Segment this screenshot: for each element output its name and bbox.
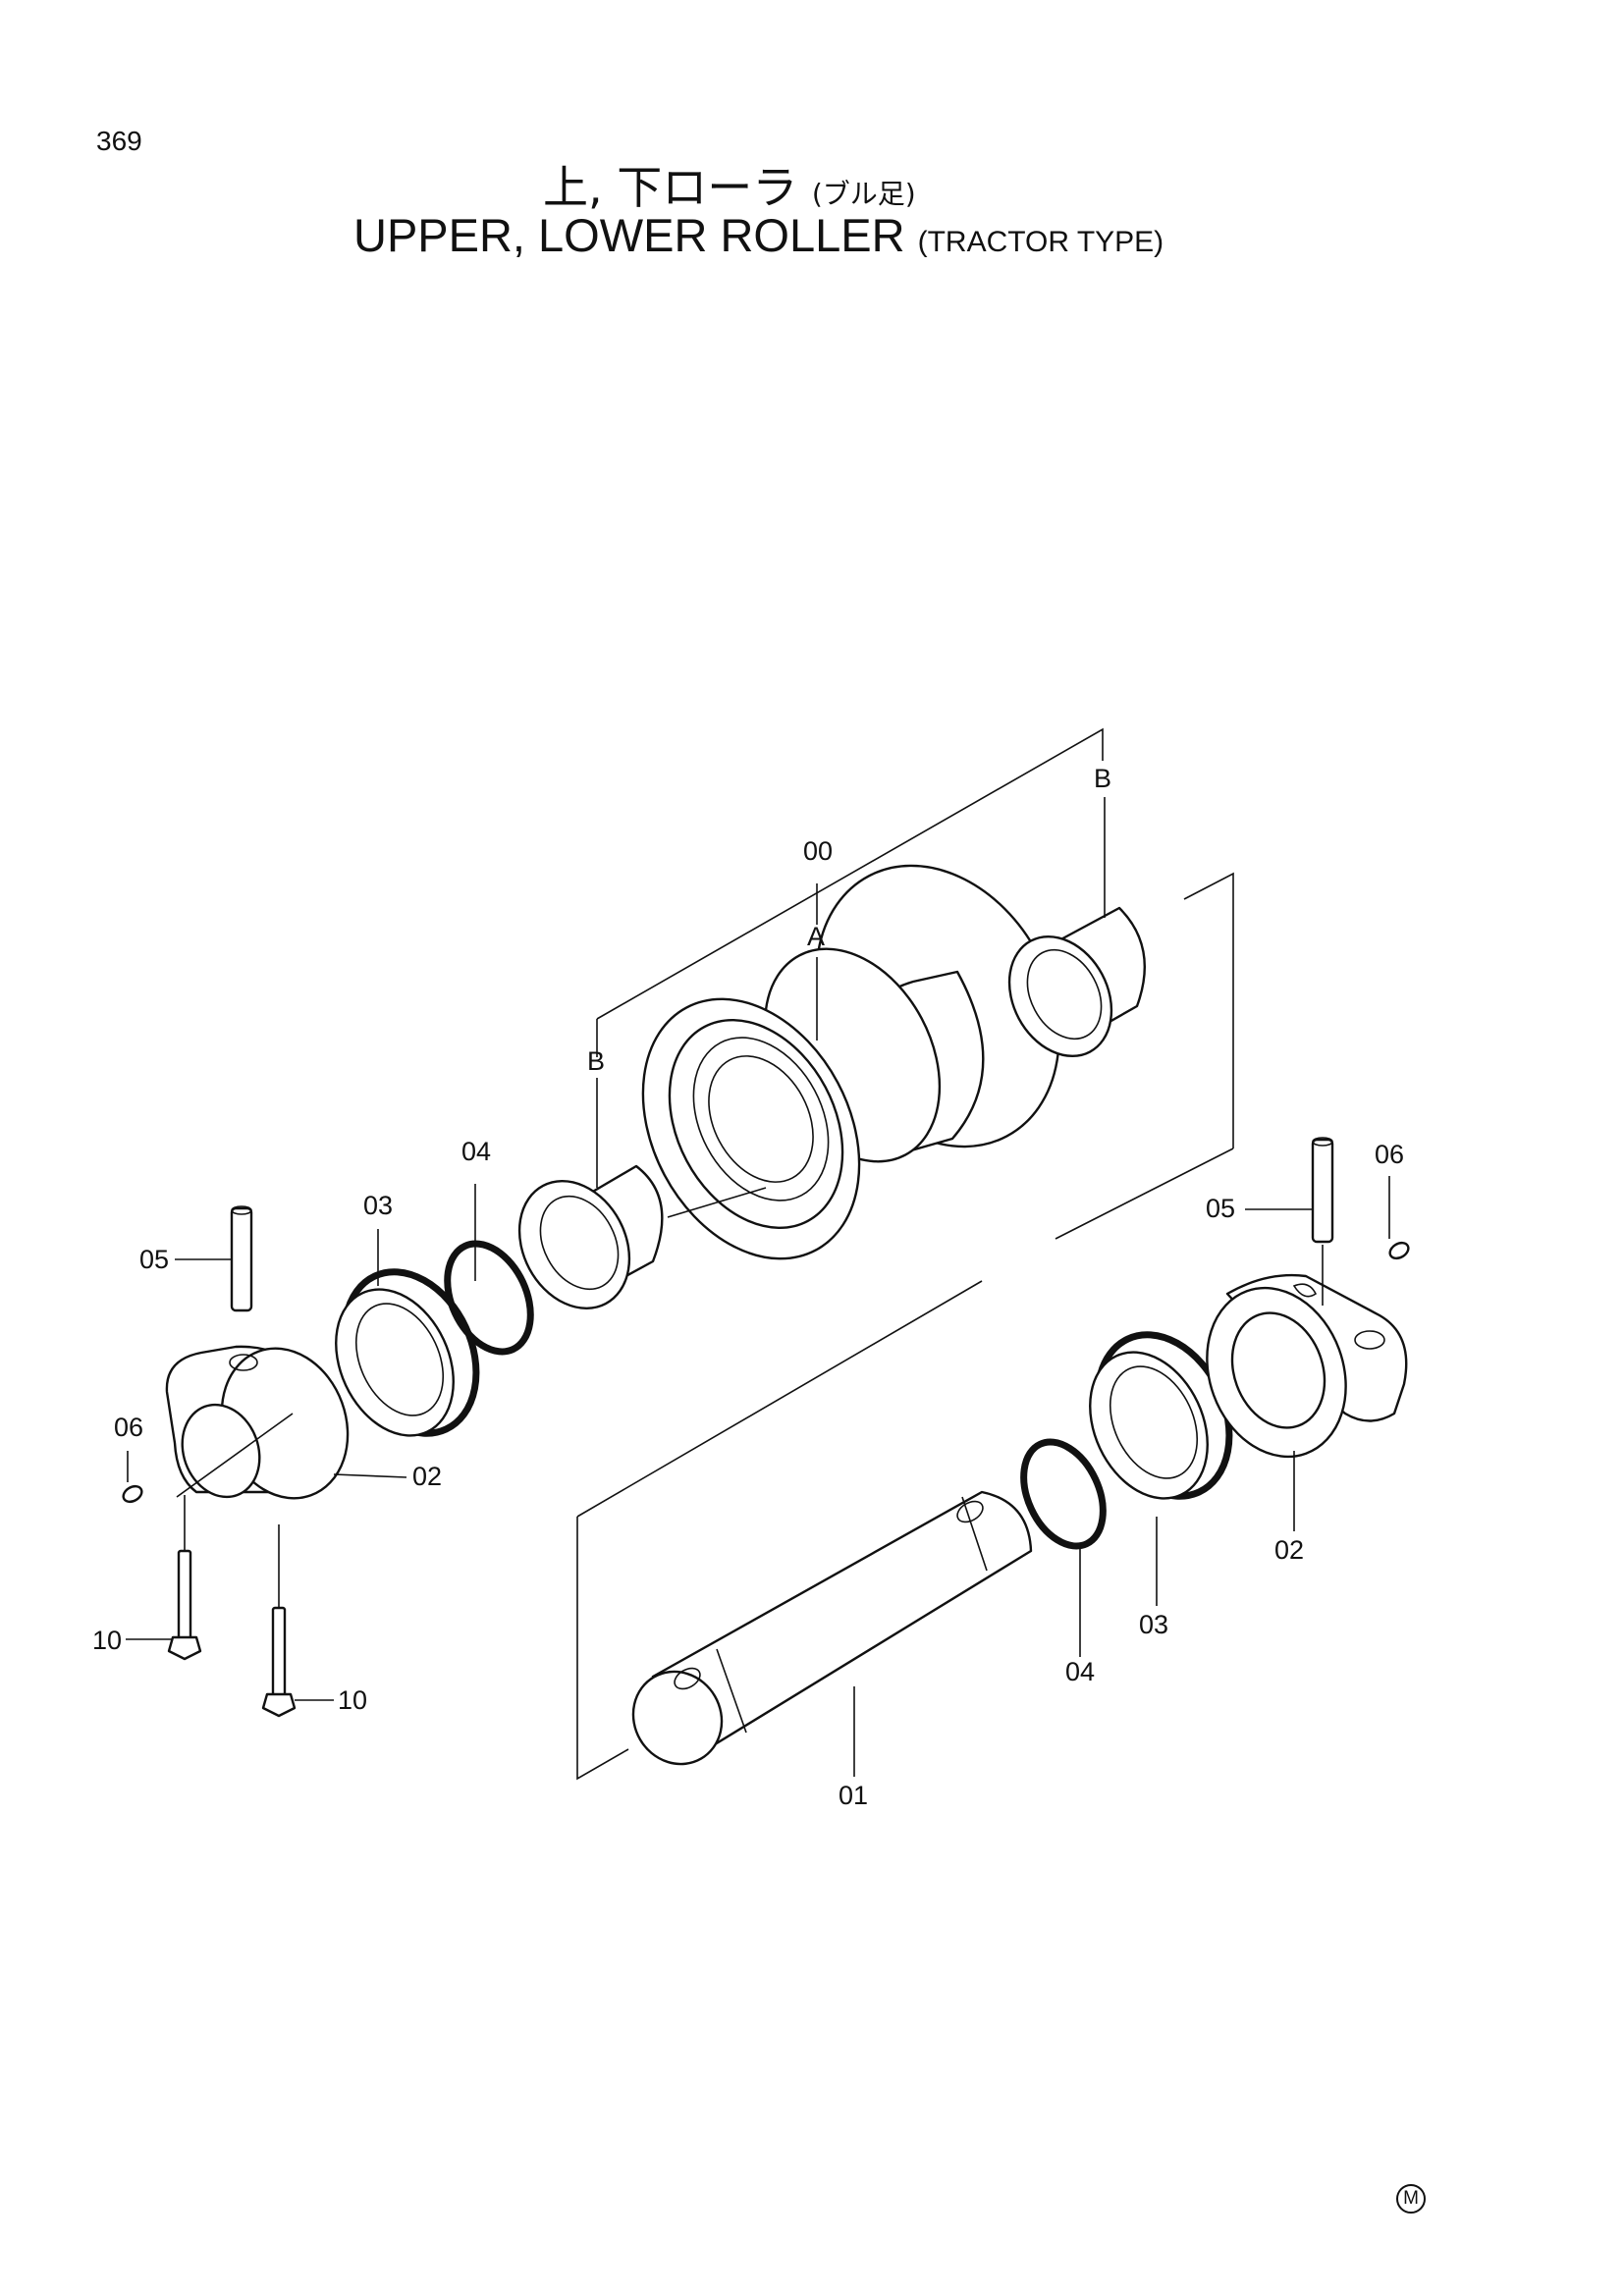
callout-01: 01	[839, 1781, 868, 1810]
leader-lines	[126, 797, 1390, 1777]
callout-04-left: 04	[461, 1137, 491, 1166]
callout-00: 00	[803, 836, 833, 866]
callout-05-left: 05	[139, 1245, 169, 1274]
title-japanese-sub: (ブル足)	[811, 178, 916, 210]
corner-mark-letter: M	[1403, 2188, 1419, 2209]
callout-03-left: 03	[363, 1191, 393, 1220]
bushing-left	[517, 1164, 664, 1310]
bushing-right	[1007, 906, 1147, 1058]
pin-right	[1311, 1137, 1334, 1244]
assembly-bracket-upper	[596, 727, 1104, 1057]
end-collar-left	[165, 1345, 350, 1500]
callout-02-right: 02	[1274, 1535, 1304, 1565]
title-english-main: UPPER, LOWER ROLLER	[353, 209, 905, 261]
title-english: UPPER, LOWER ROLLER (TRACTOR TYPE)	[353, 208, 1164, 262]
callout-06-right: 06	[1375, 1140, 1404, 1169]
callout-03-right: 03	[1139, 1610, 1168, 1639]
end-collar-right	[1206, 1273, 1408, 1459]
title-japanese-main: 上, 下ローラ	[543, 161, 798, 214]
callout-02-left: 02	[412, 1462, 442, 1491]
bolt-left	[167, 1549, 202, 1661]
o-ring-right	[1020, 1438, 1107, 1550]
callout-05-right: 05	[1206, 1194, 1235, 1223]
bolt-right	[261, 1606, 297, 1718]
pin-left	[230, 1205, 253, 1312]
title-japanese: 上, 下ローラ (ブル足)	[543, 152, 916, 217]
roller-body	[641, 864, 1060, 1260]
page-number: 369	[96, 126, 142, 156]
shaft	[631, 1490, 1033, 1766]
callout-06-left: 06	[114, 1413, 143, 1442]
title-english-sub: (TRACTOR TYPE)	[917, 226, 1164, 258]
callout-b-right: B	[1094, 764, 1111, 793]
set-screw-left	[122, 1484, 143, 1504]
set-screw-right	[1388, 1241, 1410, 1260]
callout-10-right: 10	[338, 1685, 367, 1715]
corner-mark-circle: M	[1396, 2184, 1426, 2214]
assembly-bracket-lower	[576, 872, 1234, 1781]
callout-10-left: 10	[92, 1626, 122, 1655]
callout-04-right: 04	[1065, 1657, 1095, 1686]
floating-seal-left	[335, 1268, 480, 1437]
callout-b-left: B	[587, 1046, 605, 1076]
callout-labels: 00 A B B 01 02 02 03 03 04 04 05 05 06 0…	[92, 764, 1404, 1810]
callout-a: A	[807, 922, 825, 951]
